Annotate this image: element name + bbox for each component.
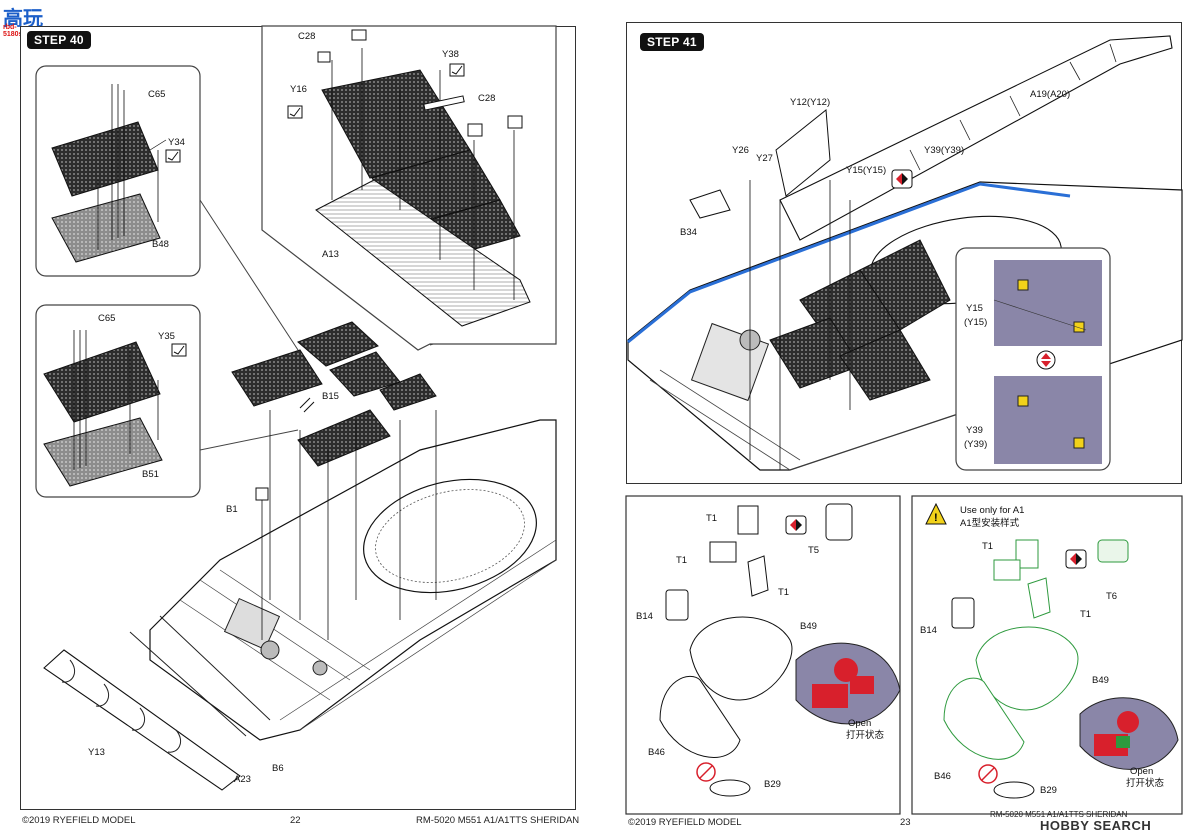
detail-photo-bottom <box>994 376 1102 464</box>
label-a13: A13 <box>322 249 339 260</box>
label-b1: B1 <box>226 504 238 515</box>
label-c65b: C65 <box>98 313 116 324</box>
detail-photo-top <box>994 260 1102 346</box>
panel-b-t1b: T1 <box>1080 609 1092 620</box>
screen-y35 <box>43 341 161 423</box>
detail-label-y15a: Y15 <box>966 303 983 314</box>
panel-a-b46: B46 <box>648 747 665 758</box>
frame-a13 <box>315 179 531 327</box>
panel-b-open-cn: 打开状态 <box>1126 778 1165 789</box>
footer-left-page: 22 <box>290 815 301 826</box>
label-b6: B6 <box>272 763 284 774</box>
label-y15: Y15(Y15) <box>846 165 887 176</box>
hobby-search-watermark: HOBBY SEARCH <box>1040 818 1151 833</box>
frame-b48 <box>51 193 161 263</box>
panel-b-b14: B14 <box>920 625 937 636</box>
label-a19: A19(A20) <box>1030 89 1071 100</box>
panel-a-b29: B29 <box>764 779 781 790</box>
panel-a-b14: B14 <box>636 611 653 622</box>
label-y38: Y38 <box>442 49 459 60</box>
label-a23: A23 <box>234 774 251 785</box>
label-y16: Y16 <box>290 84 307 95</box>
panel-b-note-en: Use only for A1 <box>960 505 1025 516</box>
label-y13: Y13 <box>88 747 105 758</box>
label-b15: B15 <box>322 391 339 402</box>
label-y12: Y12(Y12) <box>790 97 831 108</box>
watermark-brand: 高玩 <box>3 8 43 30</box>
label-y39: Y39(Y39) <box>924 145 965 156</box>
frame-b51 <box>43 417 163 487</box>
panel-b-b29: B29 <box>1040 785 1057 796</box>
panel-a-t1c: T1 <box>778 587 790 598</box>
label-y34: Y34 <box>168 137 185 148</box>
label-b51: B51 <box>142 469 159 480</box>
svg-text:!: ! <box>934 512 938 524</box>
footer-right-copyright: ©2019 RYEFIELD MODEL <box>628 817 742 828</box>
panel-b-t6: T6 <box>1106 591 1118 602</box>
blue-highlight-part <box>627 182 1071 344</box>
label-y27: Y27 <box>756 153 773 164</box>
label-y26: Y26 <box>732 145 749 156</box>
label-y35: Y35 <box>158 331 175 342</box>
detail-label-y39a: Y39 <box>966 425 983 436</box>
panel-a-open-cn: 打开状态 <box>846 730 885 741</box>
panel-b-t1a: T1 <box>982 541 994 552</box>
step-41-badge: STEP 41 <box>640 33 704 51</box>
label-c28a: C28 <box>298 31 316 42</box>
panel-a-open-en: Open <box>848 718 872 729</box>
label-c28b: C28 <box>478 93 496 104</box>
panel-b-open-en: Open <box>1130 766 1154 777</box>
label-b34: B34 <box>680 227 697 238</box>
detail-label-y15b: (Y15) <box>964 317 988 328</box>
label-b48: B48 <box>152 239 169 250</box>
footer-left-copyright: ©2019 RYEFIELD MODEL <box>22 815 136 826</box>
panel-b-b46: B46 <box>934 771 951 782</box>
detail-label-y39b: (Y39) <box>964 439 988 450</box>
panel-a-t1a: T1 <box>706 513 718 524</box>
panel-a-b49: B49 <box>800 621 817 632</box>
panel-b-note-cn: A1型安装样式 <box>960 518 1020 529</box>
hobby-search-text: HOBBY SEARCH <box>1040 818 1152 833</box>
panel-a-t5: T5 <box>808 545 820 556</box>
panel-a-t1b: T1 <box>676 555 688 566</box>
panel-b-b49: B49 <box>1092 675 1109 686</box>
footer-right-page: 23 <box>900 817 911 828</box>
label-c65a: C65 <box>148 89 166 100</box>
footer-left-title: RM-5020 M551 A1/A1TTS SHERIDAN <box>416 815 580 826</box>
footer-right-title: RM-5020 M551 A1/A1TTS SHERIDAN <box>990 810 1128 819</box>
step-40-badge: STEP 40 <box>27 31 91 49</box>
